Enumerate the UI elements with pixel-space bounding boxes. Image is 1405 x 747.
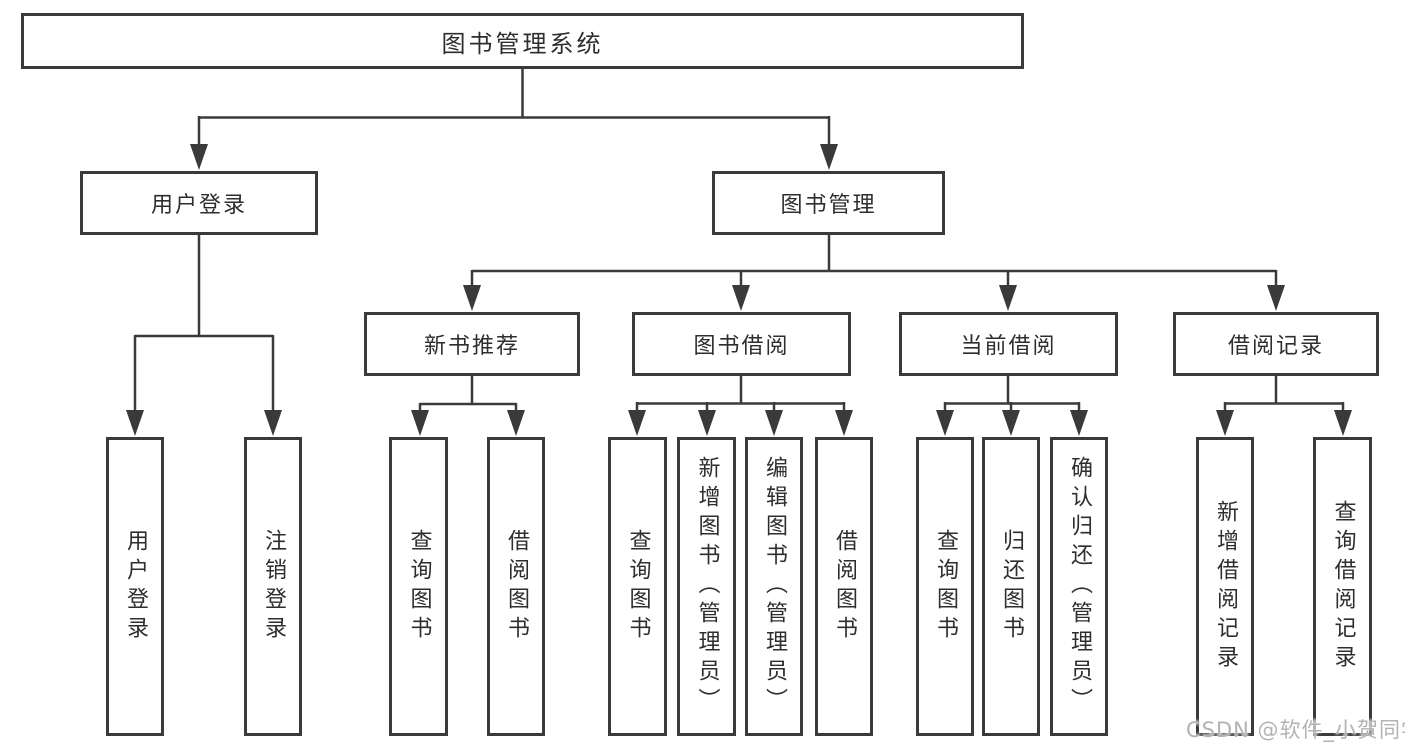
leaf-label: 借阅图书 — [832, 528, 857, 645]
node-leaf-bb-borrow-books: 借阅图书 — [815, 437, 873, 736]
leaf-label: 借阅图书 — [504, 528, 529, 645]
node-leaf-logout: 注销登录 — [244, 437, 302, 736]
node-leaf-user-login: 用户登录 — [106, 437, 164, 736]
connector-new-book-rec-children — [418, 375, 518, 412]
connector-borrow-records-children — [1223, 375, 1345, 412]
leaf-label: 归还图书 — [999, 528, 1024, 645]
node-leaf-bb-add-books: 新增图书（管理员） — [677, 437, 736, 736]
leaf-label: 新增图书（管理员） — [694, 456, 720, 717]
leaf-label: 查询借阅记录 — [1330, 499, 1356, 674]
leaf-label: 确认归还（管理员） — [1067, 456, 1092, 717]
node-borrow-records: 借阅记录 — [1173, 312, 1379, 376]
node-leaf-bb-query-books: 查询图书 — [608, 437, 667, 736]
node-book-mgmt: 图书管理 — [712, 171, 945, 235]
connector-root-to-level2 — [197, 69, 831, 146]
leaf-label: 新增借阅记录 — [1213, 499, 1238, 674]
leaf-label: 编辑图书（管理员） — [762, 456, 787, 717]
csdn-watermark: CSDN @软件_小贺同学 — [1186, 718, 1405, 742]
node-leaf-cb-confirm-return: 确认归还（管理员） — [1050, 437, 1108, 736]
leaf-label: 查询图书 — [625, 528, 651, 645]
connector-current-borrow-children — [943, 375, 1081, 412]
node-new-book-rec: 新书推荐 — [364, 312, 580, 376]
node-leaf-br-add-record: 新增借阅记录 — [1196, 437, 1254, 736]
node-leaf-rec-query-books: 查询图书 — [389, 437, 448, 736]
arrowheads — [126, 144, 1352, 436]
leaf-label: 查询图书 — [933, 528, 958, 645]
leaf-label: 用户登录 — [123, 528, 148, 645]
connector-book-borrow-children — [635, 375, 846, 412]
node-leaf-cb-return-books: 归还图书 — [982, 437, 1040, 736]
node-leaf-cb-query-books: 查询图书 — [916, 437, 974, 736]
node-current-borrow: 当前借阅 — [899, 312, 1118, 376]
connector-book-mgmt-to-level3 — [470, 234, 1278, 288]
node-leaf-bb-edit-books: 编辑图书（管理员） — [745, 437, 803, 736]
node-root: 图书管理系统 — [21, 13, 1024, 69]
node-leaf-rec-borrow-books: 借阅图书 — [487, 437, 545, 736]
node-book-borrow: 图书借阅 — [632, 312, 851, 376]
leaf-label: 查询图书 — [406, 528, 432, 645]
node-user-login: 用户登录 — [80, 171, 318, 235]
node-leaf-br-query-record: 查询借阅记录 — [1313, 437, 1372, 736]
connector-user-login-branch — [133, 234, 275, 412]
leaf-label: 注销登录 — [261, 528, 286, 645]
